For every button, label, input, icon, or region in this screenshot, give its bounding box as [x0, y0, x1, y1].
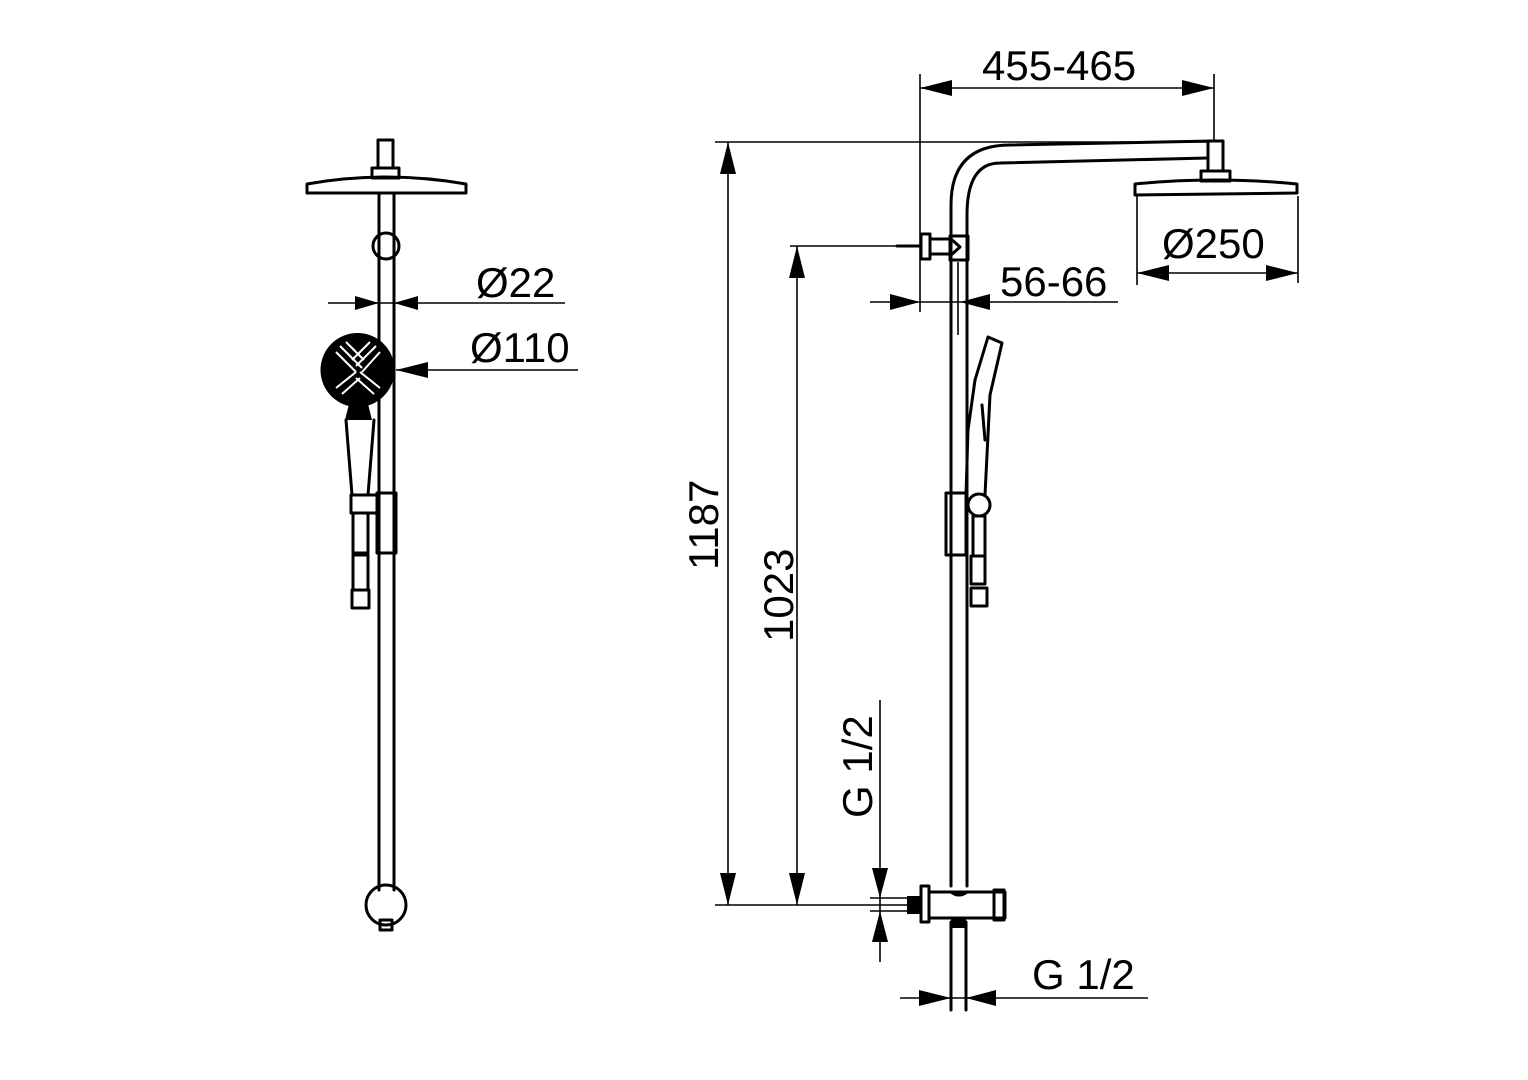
bottom-nib: [378, 918, 394, 932]
dim-label-arm-projection: 455-465: [982, 42, 1136, 89]
pipe-ring: [371, 231, 401, 261]
slider-holder: [375, 491, 398, 555]
overhead-shower-head: [1133, 178, 1299, 197]
bottom-bracket-ring: [364, 883, 408, 927]
dim-label-hand-shower-diameter: Ø110: [470, 324, 570, 371]
dim-label-outlet-thread: G 1/2: [1032, 951, 1135, 998]
dim-arm-projection: 455-465: [919, 42, 1215, 312]
dim-label-wall-distance: 56-66: [1000, 258, 1107, 305]
hand-shower: [320, 333, 395, 610]
hand-shower-side: [944, 335, 1004, 608]
dim-outlet-thread: G 1/2: [900, 951, 1148, 1006]
wall-bracket: [895, 232, 970, 262]
dim-inlet-thread: G 1/2: [834, 700, 907, 962]
dim-total-height: 1187: [680, 141, 1210, 906]
overhead-shower-head: [305, 175, 468, 195]
dim-label-inlet-thread: G 1/2: [834, 715, 881, 818]
shower-arm-inner: [965, 156, 1210, 888]
dim-pipe-diameter: Ø22: [328, 259, 565, 310]
front-view: Ø22 Ø110: [305, 138, 578, 932]
head-connector: [1206, 139, 1225, 173]
dim-wall-distance: 56-66: [870, 258, 1118, 310]
dim-label-bracket-height: 1023: [755, 549, 802, 642]
dim-label-total-height: 1187: [680, 480, 727, 570]
dim-hand-shower-diameter: Ø110: [396, 324, 578, 378]
dim-label-head-diameter: Ø250: [1162, 220, 1265, 267]
dim-head-diameter: Ø250: [1136, 196, 1299, 285]
shower-arm-outer: [949, 139, 1214, 888]
side-view: 455-465 Ø250 56-66 1187 1023: [680, 42, 1299, 1012]
dim-bracket-height: 1023: [755, 245, 897, 905]
thermostat-mixer: [907, 884, 1007, 1012]
dim-label-pipe-diameter: Ø22: [476, 259, 555, 306]
head-connector: [376, 138, 395, 170]
